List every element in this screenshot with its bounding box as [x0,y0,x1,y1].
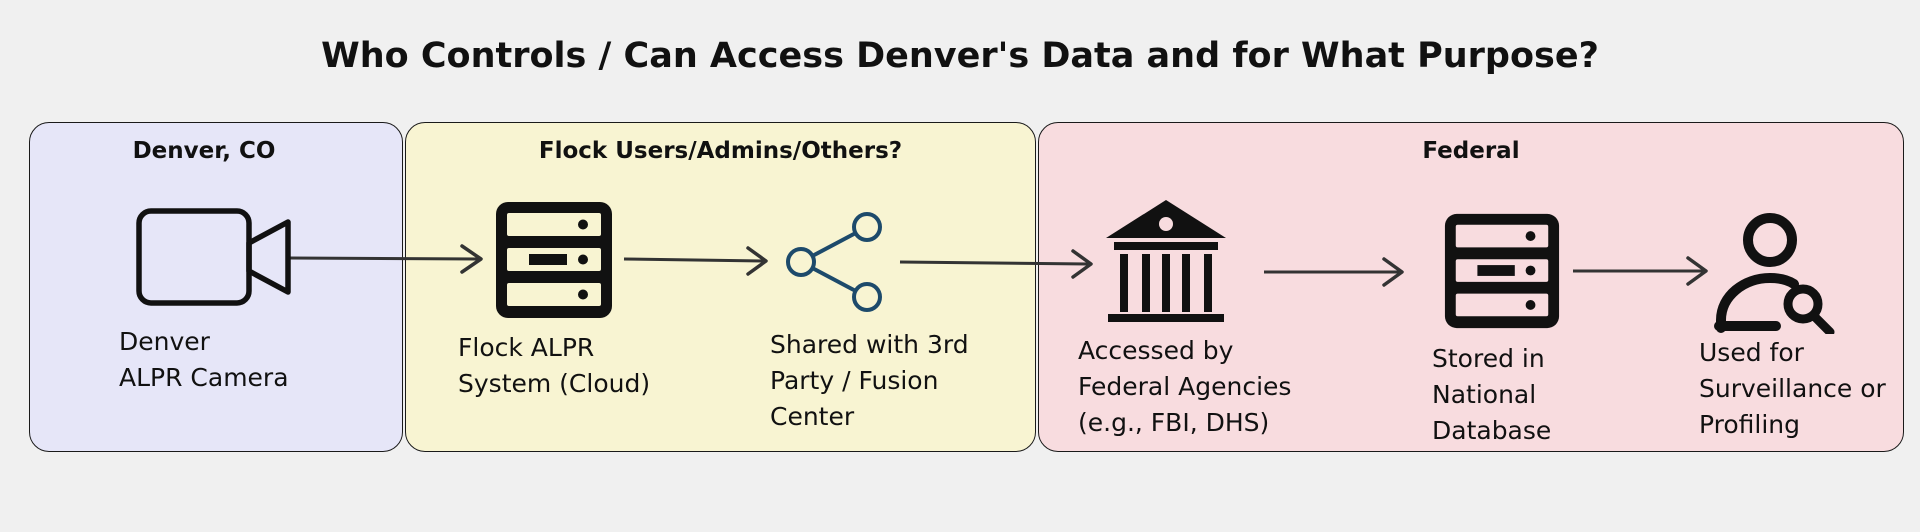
bank-icon [1106,200,1226,322]
zone-denver-title: Denver, CO [132,138,276,164]
zone-denver [29,122,403,452]
node-label-national-db: Stored in National Database [1432,344,1552,445]
arrow-flock-to-shared [623,246,768,276]
arrow-federal-to-database [1264,257,1404,287]
zone-flock-title: Flock Users/Admins/Others? [538,138,903,164]
arrow-camera-to-flock [289,244,483,274]
share-icon [786,212,882,312]
server-icon [1444,213,1560,329]
node-label-federal-agencies: Accessed by Federal Agencies (e.g., FBI,… [1078,336,1292,437]
arrow-database-to-surveillance [1573,256,1708,286]
person-search-icon [1714,213,1835,334]
node-label-flock-system: Flock ALPR System (Cloud) [458,333,651,398]
server-icon [496,202,612,318]
node-label-surveillance: Used for Surveillance or Profiling [1699,338,1886,439]
node-label-camera: Denver ALPR Camera [119,327,289,392]
arrow-shared-to-federal [899,249,1093,279]
diagram-title: Who Controls / Can Access Denver's Data … [321,36,1599,76]
camera-icon [136,208,291,306]
node-label-shared: Shared with 3rd Party / Fusion Center [770,330,969,431]
zone-federal-title: Federal [1422,138,1520,164]
